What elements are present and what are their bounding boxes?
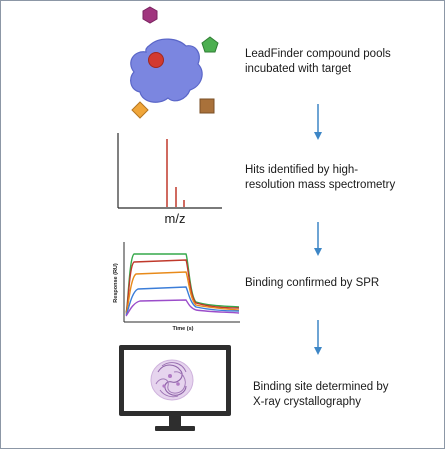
mass-spectrum-plot: m/z bbox=[117, 133, 222, 226]
hexagon-compound bbox=[142, 6, 158, 24]
monitor-illustration bbox=[119, 345, 231, 431]
spr-curve-red bbox=[125, 259, 240, 314]
flow-arrow-2 bbox=[314, 222, 322, 256]
step-2-label: Hits identified by high- resolution mass… bbox=[245, 164, 396, 191]
target-protein bbox=[130, 38, 203, 103]
monitor-base bbox=[155, 426, 195, 431]
spr-curve-green bbox=[125, 253, 240, 313]
spr-curve-purple bbox=[125, 299, 240, 317]
square-compound bbox=[199, 98, 215, 114]
spr-x-label: Time (s) bbox=[173, 326, 194, 332]
bound-ligand bbox=[148, 52, 164, 68]
spr-y-label: Response (RU) bbox=[113, 263, 119, 303]
compound-pool-illustration bbox=[130, 6, 219, 119]
step-1-label: LeadFinder compound pools incubated with… bbox=[245, 48, 391, 75]
flow-arrow-1 bbox=[314, 104, 322, 140]
spr-curve-blue bbox=[125, 286, 240, 316]
crystal-structure-icon bbox=[150, 359, 194, 401]
step-3-label: Binding confirmed by SPR bbox=[245, 277, 380, 289]
flow-arrow-3 bbox=[314, 320, 322, 355]
step-4-label: Binding site determined by X-ray crystal… bbox=[253, 381, 389, 408]
monitor-stand bbox=[169, 416, 181, 426]
pentagon-compound bbox=[201, 36, 219, 53]
spr-curve-orange bbox=[125, 271, 240, 315]
diamond-compound bbox=[131, 101, 149, 119]
ms-axis-label: m/z bbox=[165, 211, 186, 226]
spr-sensorgram: Response (RU) Time (s) bbox=[113, 242, 240, 332]
